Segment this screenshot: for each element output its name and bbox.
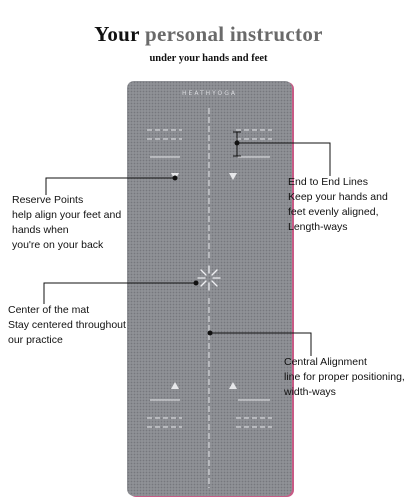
bottom-right-foot-zone xyxy=(236,399,272,428)
callout-center-line: our practice xyxy=(8,334,63,346)
reserve-point-bottom-right-icon xyxy=(229,382,237,389)
title-part-1: Your xyxy=(94,22,140,46)
callout-end-to-end-lines: End to End Lines Keep your hands and fee… xyxy=(288,175,388,235)
callout-reserve-points-line: hands when xyxy=(12,224,69,236)
top-left-hand-zone xyxy=(147,129,182,158)
callout-end-to-end-line: Keep your hands and xyxy=(288,191,388,203)
callout-reserve-points-line: help align your feet and xyxy=(12,209,122,221)
mat-brand-logo: HEATHYOGA xyxy=(182,90,237,97)
center-star-icon xyxy=(197,265,221,291)
leader-central-alignment xyxy=(210,332,312,356)
callout-center-title: Center of the mat xyxy=(8,304,90,316)
title-part-2: personal instructor xyxy=(144,22,323,46)
callout-reserve-points-line: you're on your back xyxy=(12,239,104,251)
callout-center-of-mat: Center of the mat Stay centered througho… xyxy=(8,303,126,348)
callout-central-alignment: Central Alignment line for proper positi… xyxy=(284,355,405,400)
callout-reserve-points-title: Reserve Points xyxy=(12,194,84,206)
top-right-hand-zone xyxy=(236,129,272,158)
callout-end-to-end-line: Length-ways xyxy=(288,221,348,233)
callout-end-to-end-line: feet evenly aligned, xyxy=(288,206,379,218)
reserve-point-bottom-left-icon xyxy=(171,382,179,389)
leader-lines xyxy=(43,131,331,356)
callout-central-alignment-line: line for proper positioning, xyxy=(284,371,405,383)
page-subtitle: under your hands and feet xyxy=(149,53,268,64)
callout-center-line: Stay centered throughout xyxy=(8,319,126,331)
page-title: Your personal instructor xyxy=(0,22,417,47)
callout-reserve-points: Reserve Points help align your feet and … xyxy=(12,193,121,253)
reserve-point-top-right-icon xyxy=(229,173,237,180)
callout-end-to-end-title: End to End Lines xyxy=(288,176,368,188)
callout-central-alignment-title: Central Alignment xyxy=(284,356,367,368)
callout-central-alignment-line: width-ways xyxy=(284,386,336,398)
leader-end-to-end xyxy=(237,142,331,176)
leader-reserve-points xyxy=(45,177,175,195)
bottom-left-foot-zone xyxy=(147,399,182,428)
leader-center xyxy=(43,282,196,304)
